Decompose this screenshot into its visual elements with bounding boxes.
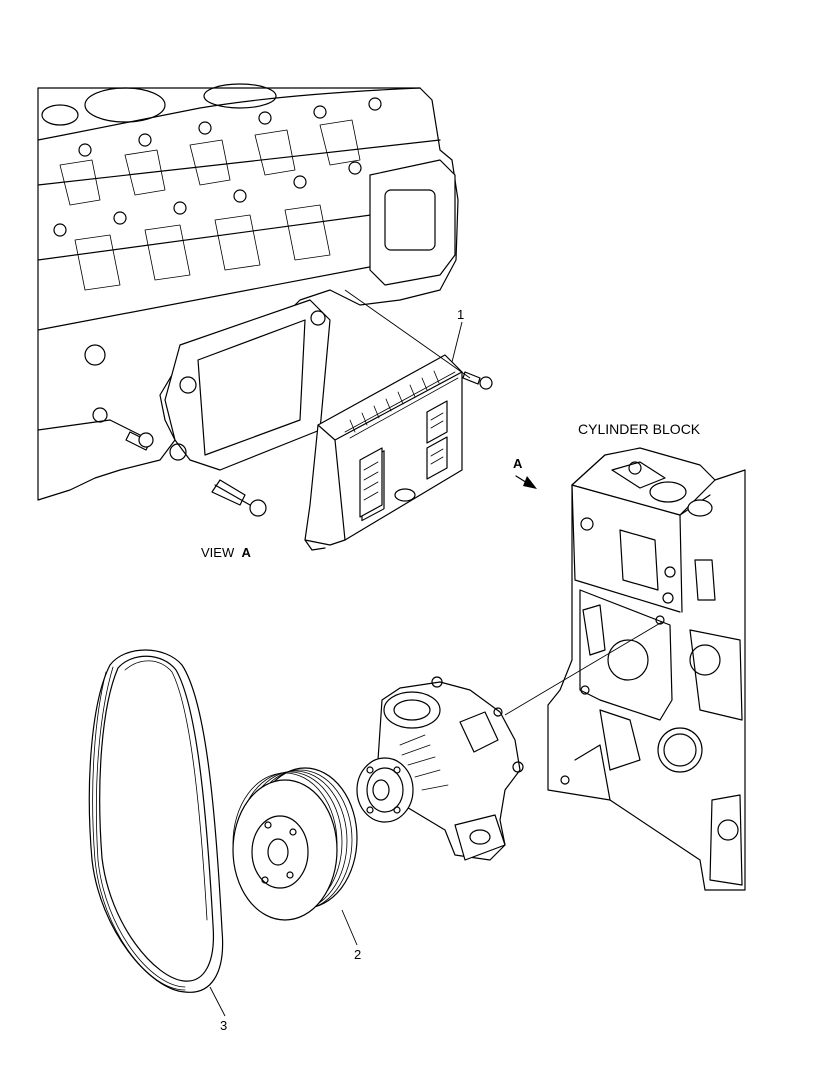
pump-fins xyxy=(399,734,449,791)
mount-screw-upper xyxy=(125,431,154,451)
view-letter: A xyxy=(241,545,251,560)
cylinder-block-label: CYLINDER BLOCK xyxy=(578,421,701,437)
callout-1: 1 xyxy=(457,307,465,322)
arrow-letter: A xyxy=(513,456,523,471)
belt-ribs xyxy=(92,660,208,991)
callout-3: 3 xyxy=(220,1018,228,1033)
water-pump xyxy=(356,676,524,861)
callout-leader-1 xyxy=(451,321,463,363)
engine-control-module xyxy=(304,354,493,551)
callout-leader-3 xyxy=(209,986,226,1017)
view-text: VIEW xyxy=(201,545,235,560)
callout-2: 2 xyxy=(354,947,362,962)
crankshaft-pulley xyxy=(232,767,358,921)
mount-screw-lower xyxy=(211,479,267,517)
view-label: VIEW A xyxy=(201,546,251,559)
cylinder-block-front xyxy=(547,447,746,891)
head-bolt-row xyxy=(53,97,382,237)
drive-belt xyxy=(88,649,224,993)
ecu-assembly-line xyxy=(344,289,471,379)
cylinder-block-detail xyxy=(37,83,459,517)
pump-assembly-line xyxy=(504,621,663,716)
view-direction-arrow xyxy=(515,475,537,489)
ecu-fins xyxy=(349,370,440,433)
callout-leader-2 xyxy=(341,909,358,946)
